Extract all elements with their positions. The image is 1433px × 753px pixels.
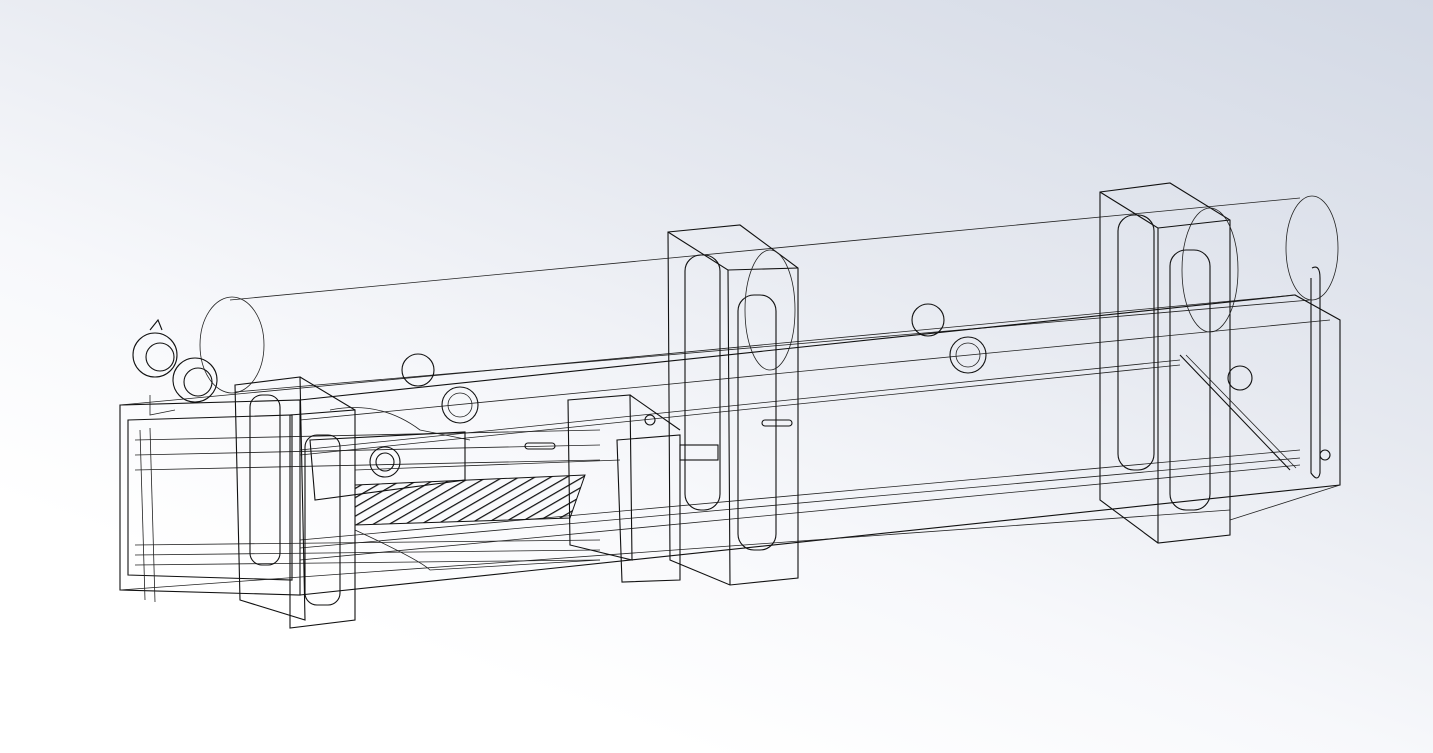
section-hatch	[354, 474, 586, 526]
mounting-holes	[401, 303, 1331, 461]
slider-block	[524, 394, 719, 583]
front-clamp-block	[234, 376, 356, 629]
horizontal-rails	[134, 427, 601, 603]
right-upright	[1099, 182, 1239, 544]
top-cylinder	[199, 195, 1339, 479]
hose-fittings	[132, 318, 218, 416]
middle-upright	[667, 224, 799, 586]
